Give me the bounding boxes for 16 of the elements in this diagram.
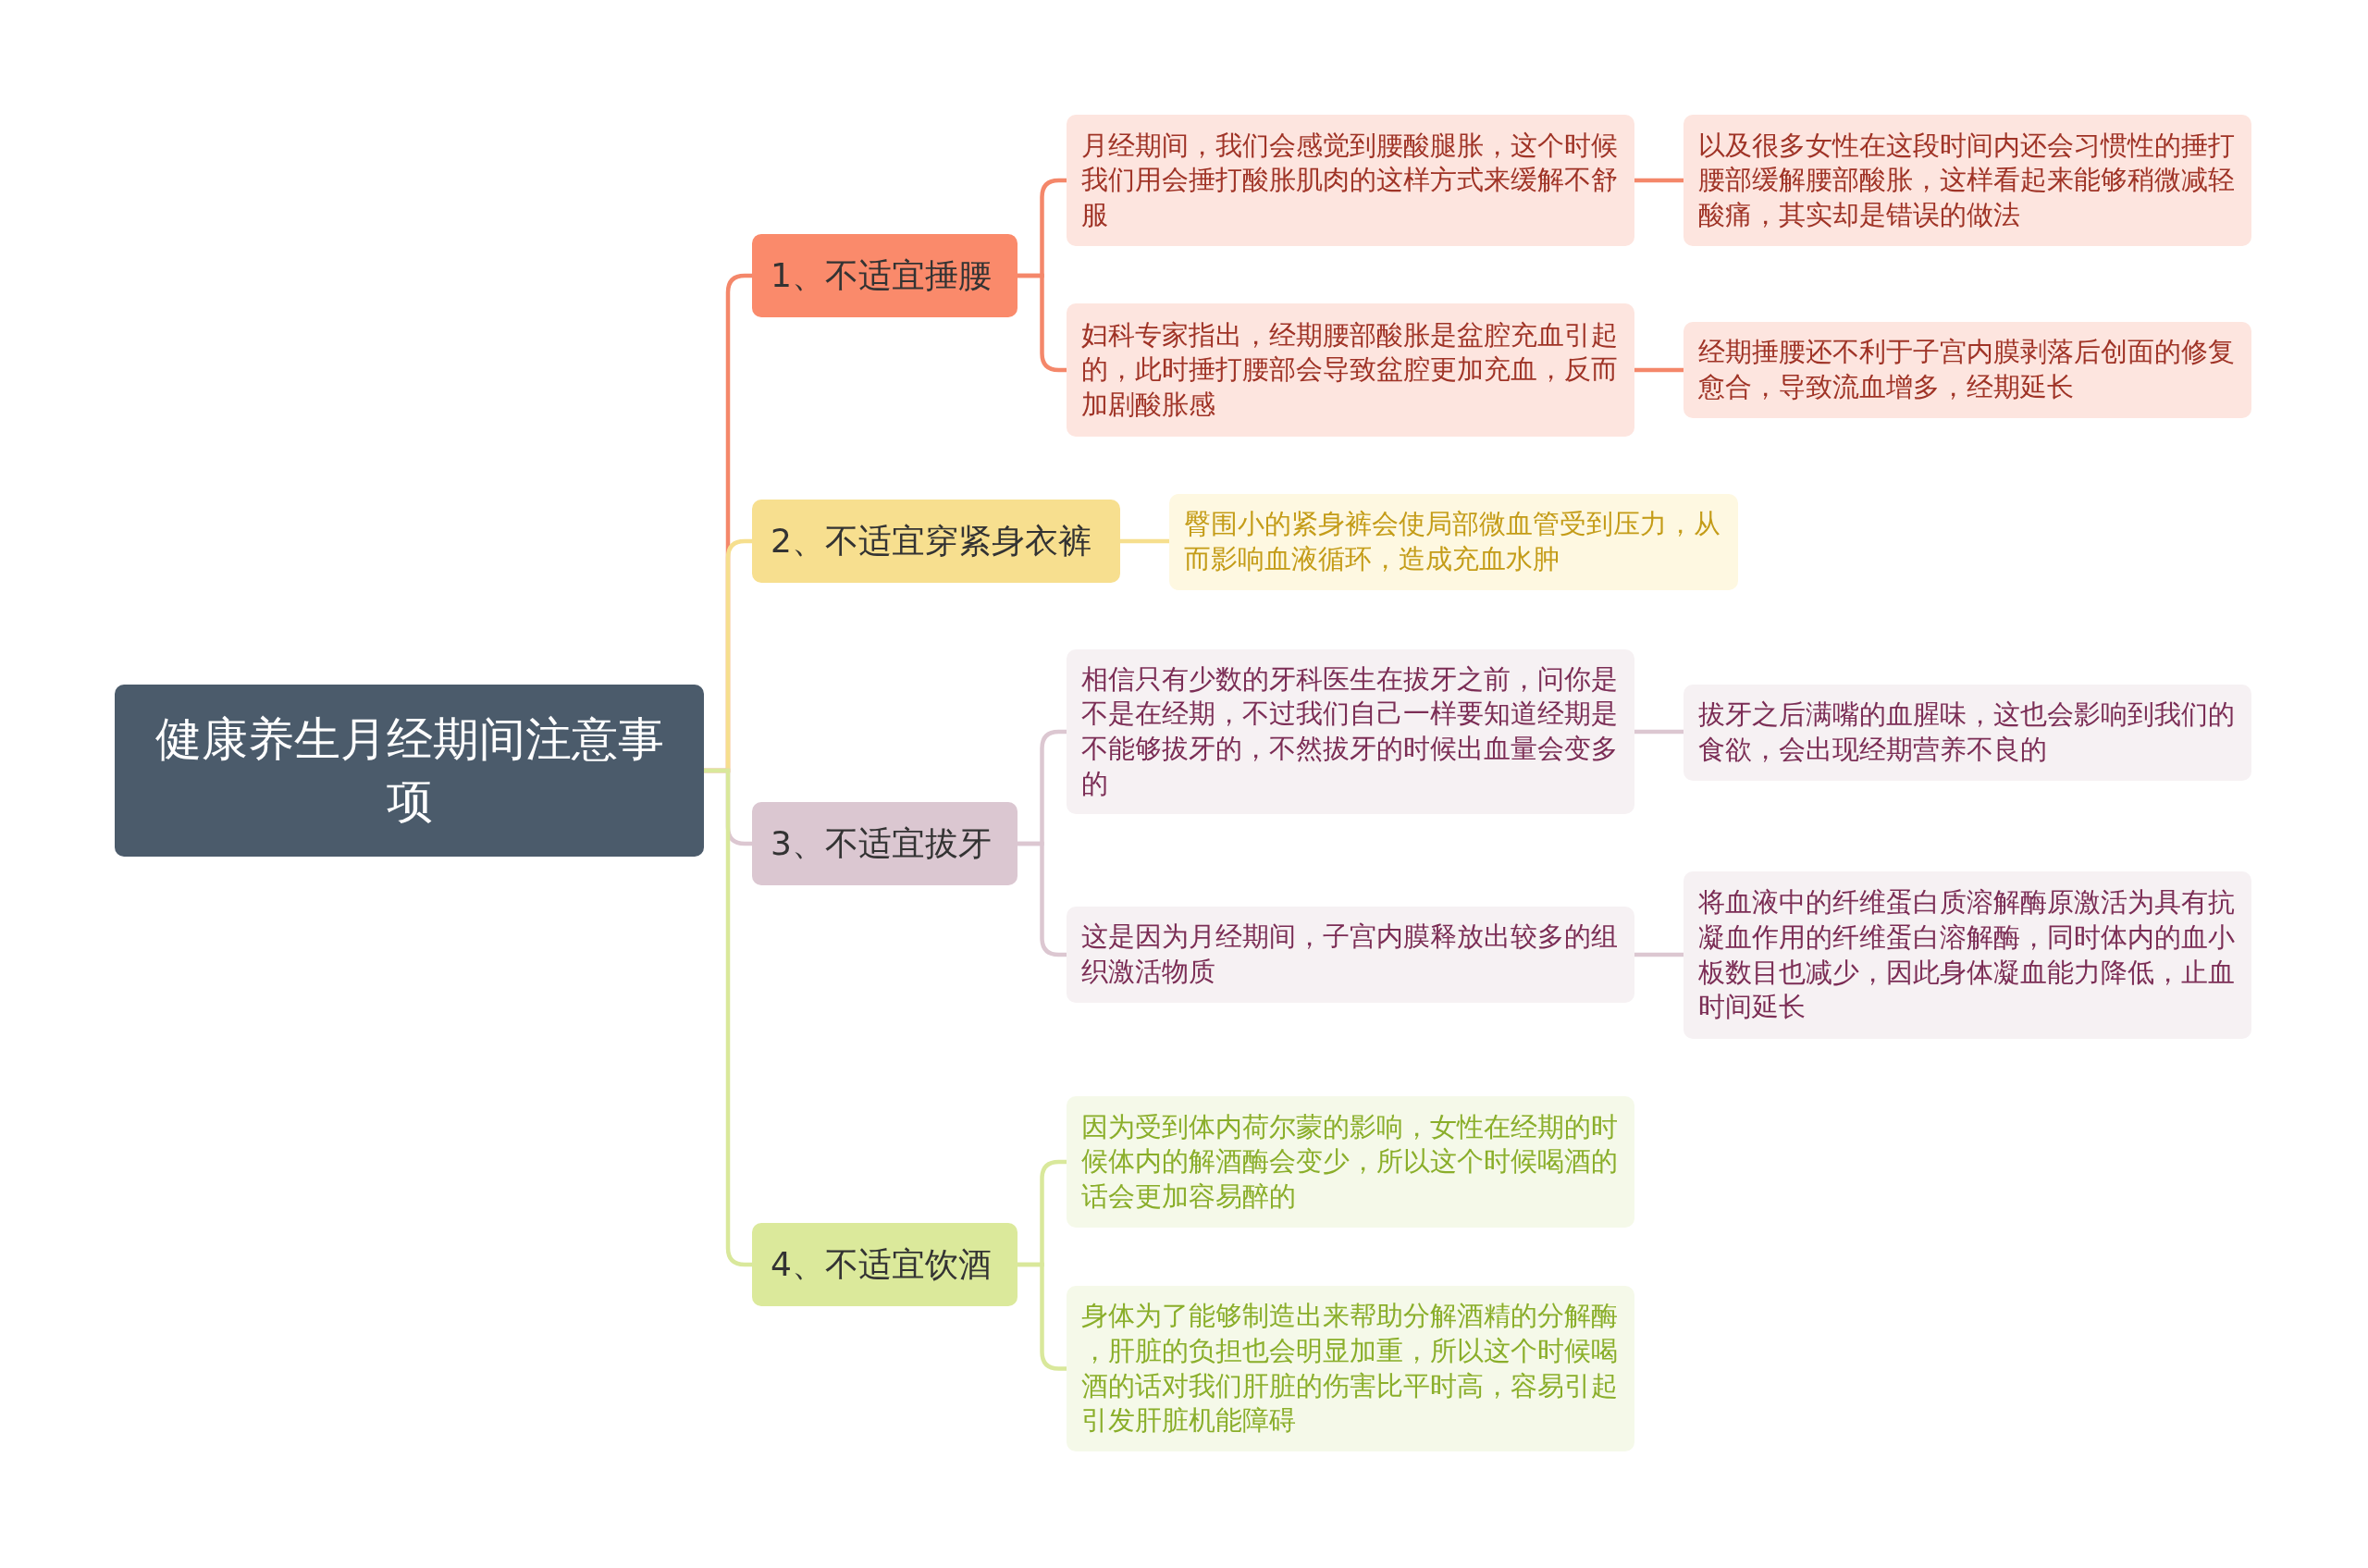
central-topic-box: 健康养生月经期间注意事项 bbox=[115, 685, 704, 857]
main-topic-box: 1、不适宜捶腰 bbox=[752, 234, 1018, 317]
subtopic-box: 因为受到体内荷尔蒙的影响，女性在经期的时候体内的解酒酶会变少，所以这个时候喝酒的话会更加容易醉的 bbox=[1067, 1096, 1634, 1228]
detail-box: 经期捶腰还不利于子宫内膜剥落后创面的修复愈合，导致流血增多，经期延长 bbox=[1684, 322, 2251, 418]
main-topic-box: 3、不适宜拔牙 bbox=[752, 802, 1018, 885]
subtopic-box: 相信只有少数的牙科医生在拔牙之前，问你是不是在经期，不过我们自己一样要知道经期是不能够拔牙的，不然拔牙的时候出血量会变多的 bbox=[1067, 649, 1634, 814]
subtopic-box: 身体为了能够制造出来帮助分解酒精的分解酶，肝脏的负担也会明显加重，所以这个时候喝酒的话对我们肝脏的伤害比平时高，容易引起引发肝脏机能障碍 bbox=[1067, 1286, 1634, 1451]
subtopic-box: 这是因为月经期间，子宫内膜释放出较多的组织激活物质 bbox=[1067, 907, 1634, 1003]
detail-box: 以及很多女性在这段时间内还会习惯性的捶打腰部缓解腰部酸胀，这样看起来能够稍微减轻酸痛，其实却是错误的做法 bbox=[1684, 115, 2251, 246]
detail-box: 将血液中的纤维蛋白质溶解酶原激活为具有抗凝血作用的纤维蛋白溶解酶，同时体内的血小板数目也减少，因此身体凝血能力降低，止血时间延长 bbox=[1684, 871, 2251, 1039]
main-topic-box: 2、不适宜穿紧身衣裤 bbox=[752, 500, 1120, 583]
subtopic-box: 妇科专家指出，经期腰部酸胀是盆腔充血引起的，此时捶打腰部会导致盆腔更加充血，反而加剧酸胀感 bbox=[1067, 303, 1634, 437]
subtopic-box: 臀围小的紧身裤会使局部微血管受到压力，从而影响血液循环，造成充血水肿 bbox=[1169, 494, 1738, 590]
main-topic-box: 4、不适宜饮酒 bbox=[752, 1223, 1018, 1306]
subtopic-box: 月经期间，我们会感觉到腰酸腿胀，这个时候我们用会捶打酸胀肌肉的这样方式来缓解不舒服 bbox=[1067, 115, 1634, 246]
detail-box: 拔牙之后满嘴的血腥味，这也会影响到我们的食欲，会出现经期营养不良的 bbox=[1684, 685, 2251, 781]
